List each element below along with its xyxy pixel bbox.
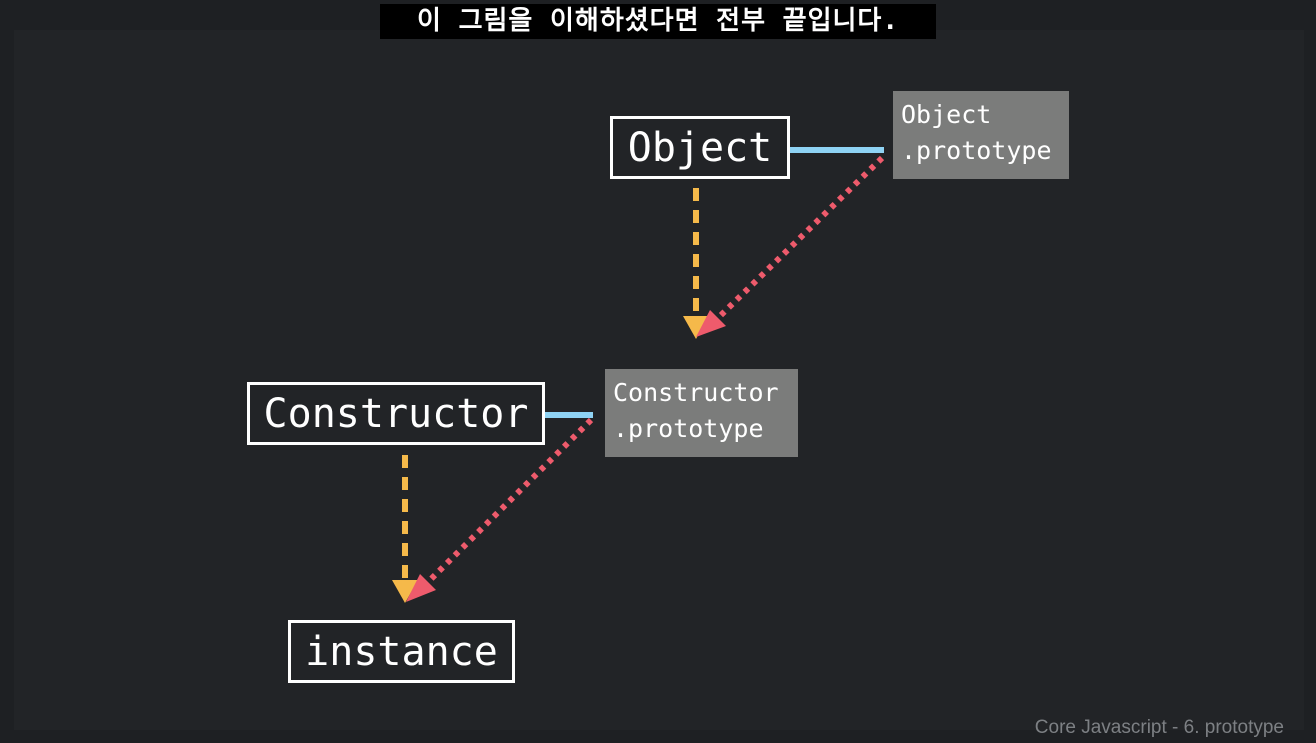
object-prototype-line-1: Object (901, 100, 992, 129)
constructor-node-label: Constructor (263, 390, 529, 437)
subtitle-caption: 이 그림을 이해하셨다면 전부 끝입니다. (380, 4, 936, 39)
object-proto-chain-arrow-head (696, 310, 726, 337)
object-proto-chain-arrow-line (715, 155, 885, 321)
instance-node-label: instance (305, 628, 498, 675)
lecture-footer: Core Javascript - 6. prototype (1034, 717, 1284, 738)
object-node: Object (610, 116, 790, 179)
instance-node: instance (288, 620, 515, 683)
constructor-proto-chain-arrow-line (425, 417, 594, 585)
object-node-label: Object (627, 124, 773, 171)
constructor-prototype-node: Constructor .prototype (605, 369, 798, 457)
object-prototype-line-2: .prototype (901, 136, 1052, 165)
constructor-prototype-line-2: .prototype (613, 414, 764, 443)
object-prototype-node: Object .prototype (893, 91, 1069, 179)
object-instance-arrow-head (683, 316, 709, 339)
constructor-prototype-line-1: Constructor (613, 378, 779, 407)
constructor-proto-chain-arrow-head (406, 574, 436, 602)
constructor-instance-arrow-head (392, 580, 418, 603)
constructor-node: Constructor (247, 382, 545, 445)
